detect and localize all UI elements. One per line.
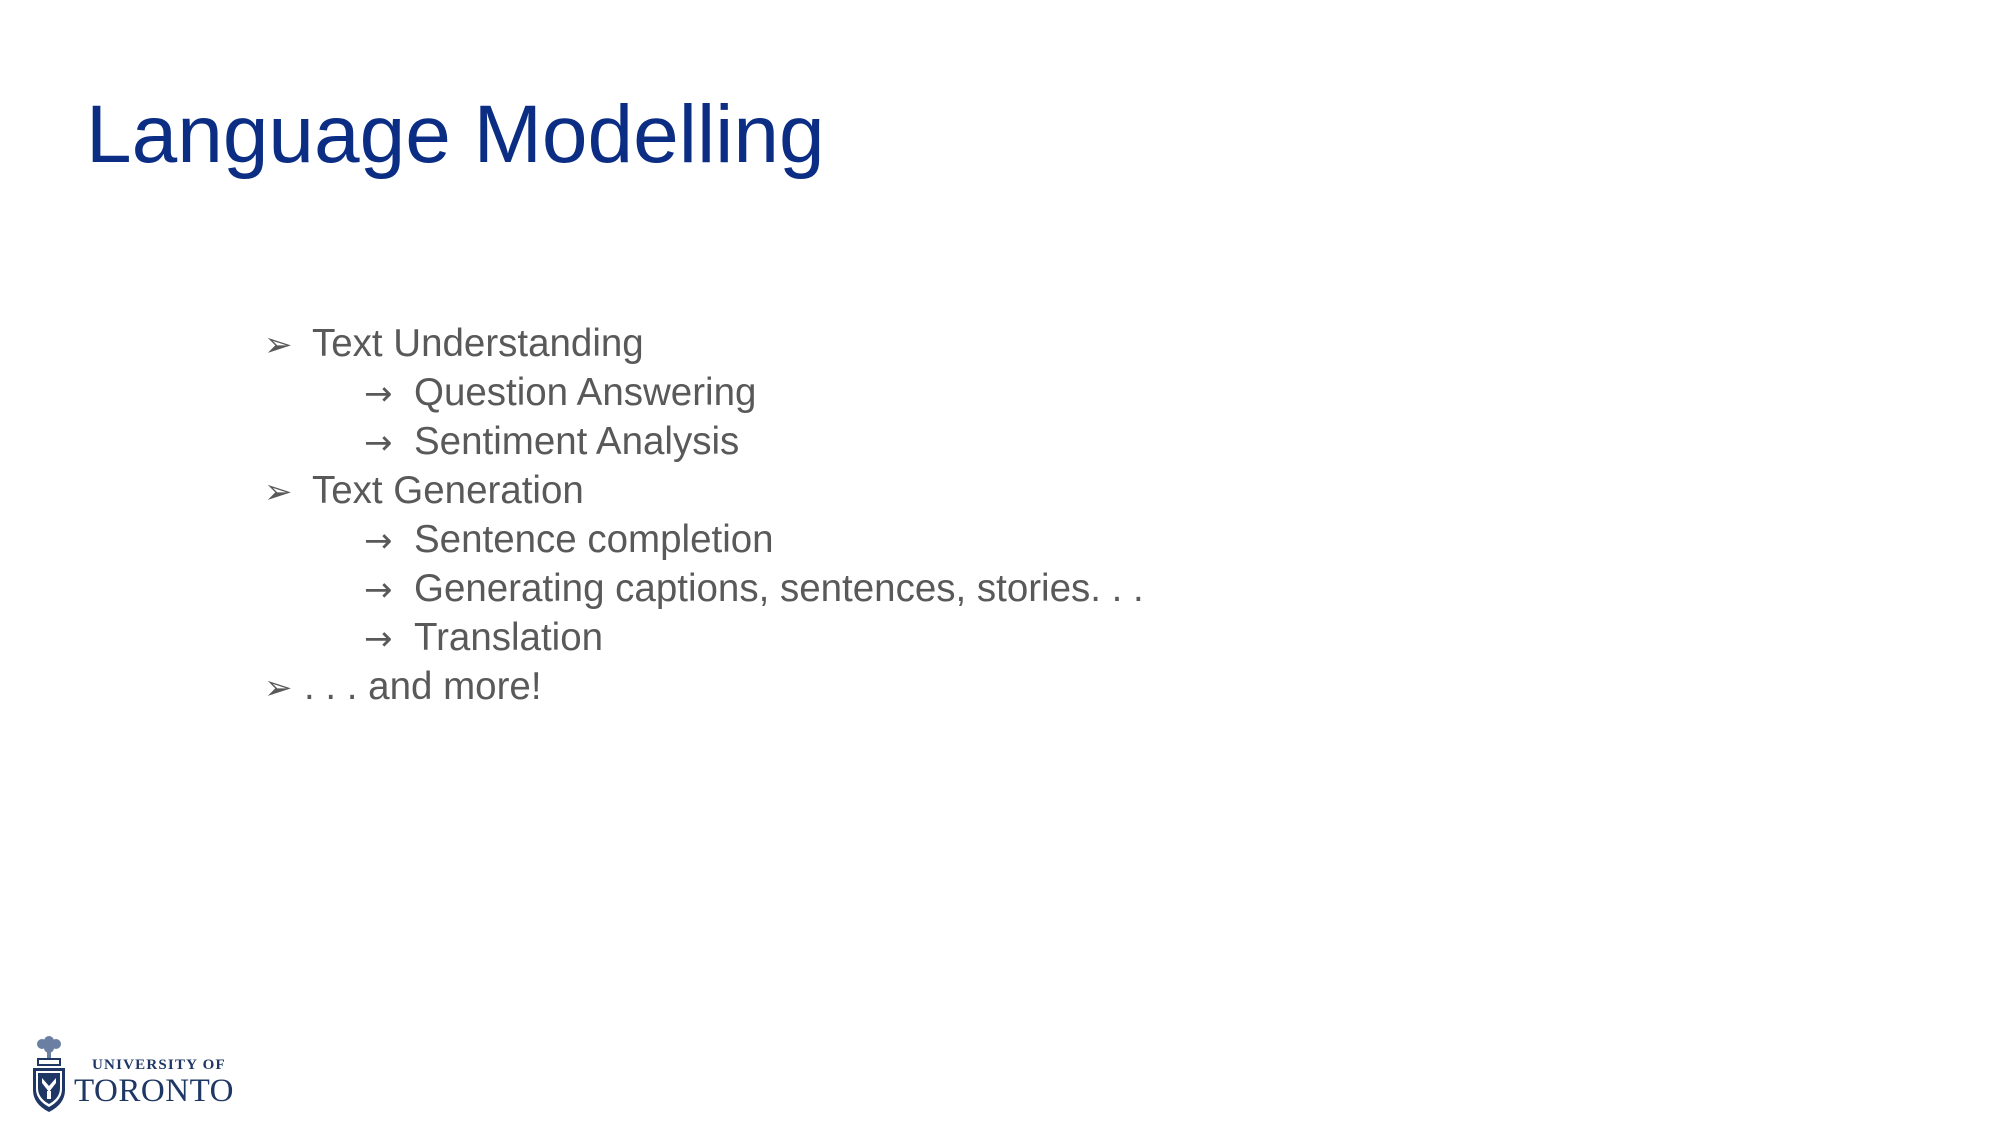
list-item: ➢ Text Understanding: [264, 320, 1144, 369]
list-item: → Translation: [264, 614, 1144, 663]
arrowhead-bullet-icon: ➢: [264, 472, 293, 512]
right-arrow-icon: →: [364, 374, 393, 414]
list-item: ➢ . . . and more!: [264, 663, 1144, 712]
list-item: → Generating captions, sentences, stories…: [264, 565, 1144, 614]
list-item: ➢ Text Generation: [264, 467, 1144, 516]
list-item-text: Translation: [414, 616, 604, 659]
bullet-list: ➢Text Understanding →Question Answering …: [264, 320, 1144, 712]
right-arrow-icon: →: [364, 570, 393, 610]
university-logo: UNIVERSITY OF TORONTO: [30, 1036, 252, 1116]
list-item-text: Sentiment Analysis: [414, 420, 740, 463]
logo-text-university-of: UNIVERSITY OF: [92, 1057, 226, 1073]
arrowhead-bullet-icon: ➢: [264, 668, 293, 708]
university-crest-icon: [33, 1036, 65, 1112]
list-item: → Sentiment Analysis: [264, 418, 1144, 467]
arrowhead-bullet-icon: ➢: [264, 325, 293, 365]
right-arrow-icon: →: [364, 619, 393, 659]
list-item-text: Question Answering: [414, 371, 757, 414]
right-arrow-icon: →: [364, 521, 393, 561]
slide-title: Language Modelling: [86, 89, 825, 180]
list-item-text: . . . and more!: [304, 665, 542, 708]
logo-text-toronto: TORONTO: [74, 1073, 234, 1109]
list-item: → Sentence completion: [264, 516, 1144, 565]
list-item-text: Sentence completion: [414, 518, 774, 561]
right-arrow-icon: →: [364, 423, 393, 463]
list-item-text: Text Generation: [312, 469, 584, 512]
list-item-text: Text Understanding: [312, 322, 644, 365]
list-item: → Question Answering: [264, 369, 1144, 418]
list-item-text: Generating captions, sentences, stories.…: [414, 567, 1144, 610]
